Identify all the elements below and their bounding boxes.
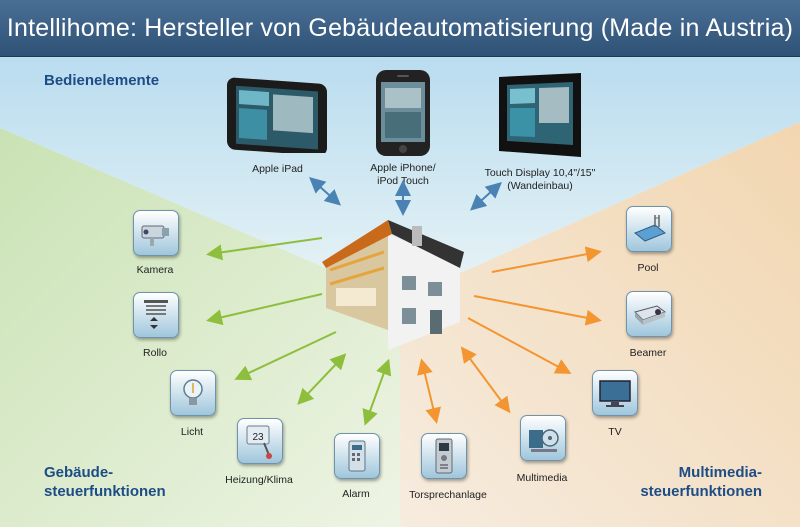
ipad-image xyxy=(227,77,327,153)
alarm-tile[interactable] xyxy=(334,433,380,479)
touch-display-image xyxy=(499,73,581,157)
beamer-label: Beamer xyxy=(629,347,667,359)
house-cutaway-image xyxy=(322,220,464,350)
torsprech-label: Torsprechanlage xyxy=(409,489,487,501)
pool-label: Pool xyxy=(637,262,659,274)
tv-icon xyxy=(599,380,631,407)
section-title-building: Gebäude- steuerfunktionen xyxy=(44,464,166,500)
licht-tile[interactable] xyxy=(170,370,216,416)
section-title-controls: Bedienelemente xyxy=(44,72,160,89)
touch-display-label: Touch Display 10,4"/15" (Wandeinbau) xyxy=(484,167,596,192)
multimedia-label: Multimedia xyxy=(516,472,568,484)
beamer-tile[interactable] xyxy=(626,291,672,337)
multimedia-icon xyxy=(529,429,559,452)
pool-tile[interactable] xyxy=(626,206,672,252)
pool-icon xyxy=(634,215,666,242)
heizung-tile[interactable]: 23 xyxy=(237,418,283,464)
sector-controls xyxy=(0,56,800,300)
section-title-multimedia: Multimedia- steuerfunktionen xyxy=(640,464,762,500)
tv-label: TV xyxy=(608,426,622,438)
kamera-label: Kamera xyxy=(136,264,174,276)
iphone-label: Apple iPhone/ iPod Touch xyxy=(370,162,436,187)
intercom-icon xyxy=(435,438,453,474)
projector-icon xyxy=(634,305,667,325)
camera-icon xyxy=(141,225,169,246)
ipad-label: Apple iPad xyxy=(252,163,303,175)
alarm-label: Alarm xyxy=(342,488,370,500)
iphone-image xyxy=(376,70,430,156)
multimedia-tile[interactable] xyxy=(520,415,566,461)
licht-label: Licht xyxy=(180,426,204,438)
page-title: Intellihome: Hersteller von Gebäudeautom… xyxy=(0,0,800,57)
alarm-panel-icon xyxy=(348,440,366,472)
light-bulb-icon xyxy=(183,379,203,405)
calendar-day: 23 xyxy=(252,432,264,443)
thermostat-calendar-icon: 23 xyxy=(246,425,272,459)
rollo-label: Rollo xyxy=(143,347,167,359)
rollo-tile[interactable] xyxy=(133,292,179,338)
kamera-tile[interactable] xyxy=(133,210,179,256)
torsprech-tile[interactable] xyxy=(421,433,467,479)
blinds-icon xyxy=(144,300,168,329)
sector-building xyxy=(0,128,400,527)
heizung-label: Heizung/Klima xyxy=(225,474,293,486)
tv-tile[interactable] xyxy=(592,370,638,416)
